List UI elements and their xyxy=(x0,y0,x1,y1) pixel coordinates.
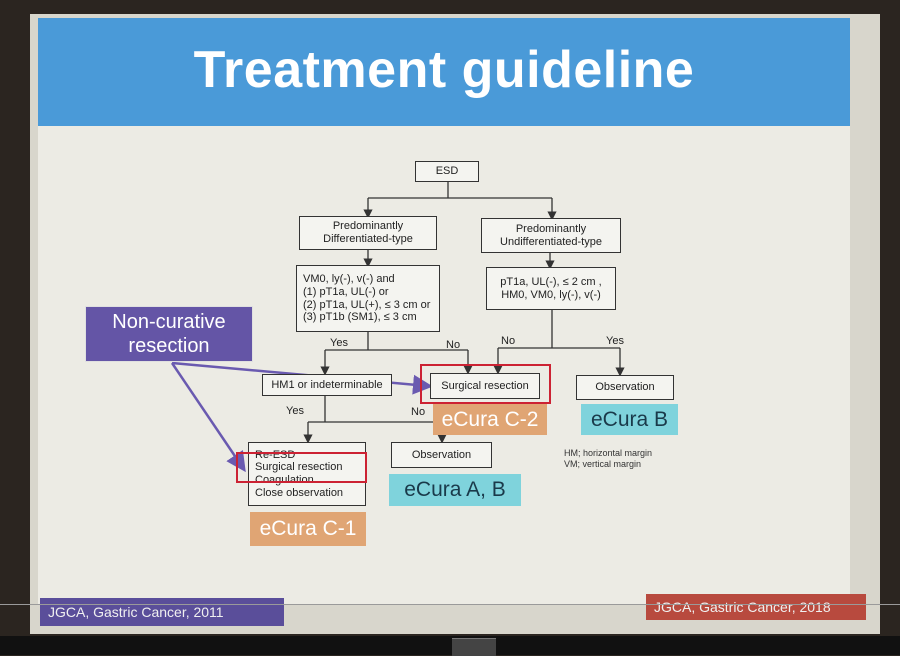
hm1-box: HM1 or indeterminable xyxy=(262,374,392,396)
tag-ecura-ab: eCura A, B xyxy=(389,474,521,506)
slide-title: Treatment guideline xyxy=(193,41,695,99)
label-yes-3: Yes xyxy=(286,405,304,417)
abbreviation-note: HM; horizontal margin VM; vertical margi… xyxy=(564,448,653,469)
title-bar xyxy=(38,18,850,126)
edge-undiff-split xyxy=(498,310,620,349)
label-no-1: No xyxy=(446,339,461,351)
video-progress-line xyxy=(0,604,900,605)
undifferentiated-criteria-box: pT1a, UL(-), ≤ 2 cm , HM0, VM0, ly(-), v… xyxy=(486,267,616,310)
edge-hm1-split xyxy=(308,395,442,423)
esd-box: ESD xyxy=(415,161,479,182)
differentiated-type-box: Predominantly Differentiated-type xyxy=(299,216,437,250)
label-yes-2: Yes xyxy=(606,335,624,347)
edge-diff-split xyxy=(325,331,468,351)
edge-esd-split xyxy=(368,181,552,199)
differentiated-criteria-box: VM0, ly(-), v(-) and (1) pT1a, UL(-) or … xyxy=(296,265,440,332)
label-yes-1: Yes xyxy=(330,337,348,349)
tag-ecura-c2: eCura C-2 xyxy=(433,404,547,435)
footer-left-citation: JGCA, Gastric Cancer, 2011 xyxy=(40,598,284,626)
highlight-surgical xyxy=(420,364,551,404)
undifferentiated-type-box: Predominantly Undifferentiated-type xyxy=(481,218,621,253)
player-control-tab[interactable] xyxy=(452,638,496,656)
footer-right-citation: JGCA, Gastric Cancer, 2018 xyxy=(646,594,866,620)
label-no-3: No xyxy=(411,406,426,418)
observation-right-box: Observation xyxy=(576,375,674,400)
surgical-resection-box: Surgical resection xyxy=(430,373,540,399)
tag-ecura-b: eCura B xyxy=(581,404,678,435)
tag-ecura-c1: eCura C-1 xyxy=(250,512,366,546)
player-bottom-bar xyxy=(0,636,900,655)
callout-arrow-reesd xyxy=(170,362,246,473)
observation-mid-box: Observation xyxy=(391,442,492,468)
label-no-2: No xyxy=(501,335,516,347)
highlight-reesd xyxy=(236,452,367,483)
non-curative-callout: Non-curative resection xyxy=(85,306,253,362)
